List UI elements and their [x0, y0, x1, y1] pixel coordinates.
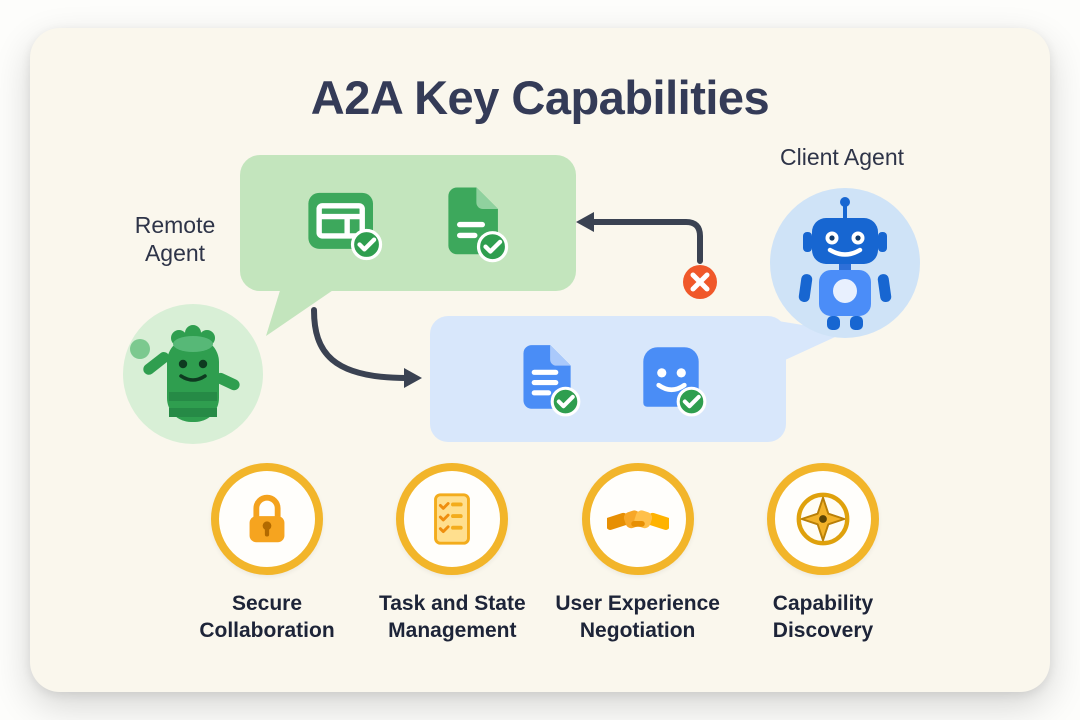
capability-label: Secure Collaboration	[199, 592, 335, 642]
handshake-icon	[606, 510, 669, 530]
curved-arrow	[311, 307, 409, 381]
error-x-icon	[683, 265, 717, 299]
capability-item-capability-discovery: Capability Discovery	[734, 463, 912, 645]
compass-icon	[796, 492, 850, 546]
client-agent-label: Client Agent	[779, 144, 905, 170]
capabilities-row: Secure Collaboration	[178, 463, 912, 645]
curved-arrow-head	[404, 368, 422, 388]
green-mascot-icon	[130, 325, 240, 422]
capability-item-user-experience-negotiation: User Experience Negotiation	[549, 463, 727, 645]
checklist-icon	[434, 493, 471, 545]
page-title: A2A Key Capabilities	[310, 71, 770, 124]
infographic-card: A2A Key Capabilities Client Agent	[30, 28, 1050, 692]
capability-ring	[211, 463, 323, 575]
client-agent-message-bubble	[430, 316, 786, 442]
capability-ring	[396, 463, 509, 575]
capability-label: User Experience Negotiation	[555, 592, 720, 642]
client-agent-avatar	[770, 188, 920, 338]
capability-ring	[766, 463, 879, 575]
document-check-icon	[523, 345, 581, 417]
elbow-arrow-head	[576, 212, 594, 232]
capability-item-secure-collaboration: Secure Collaboration	[178, 463, 356, 645]
capability-label: Capability Discovery	[772, 592, 874, 642]
table-check-icon	[308, 192, 383, 261]
remote-agent-avatar	[123, 304, 263, 444]
lock-icon	[249, 494, 285, 543]
capability-label: Task and State Management	[378, 592, 526, 642]
chat-smile-check-icon	[643, 347, 707, 417]
capability-item-task-state-management: Task and State Management	[363, 463, 541, 645]
remote-agent-message-bubble	[240, 155, 576, 291]
elbow-arrow	[589, 219, 703, 264]
document-check-icon	[448, 187, 509, 263]
capability-ring	[581, 463, 694, 575]
green-bubble-tail	[266, 284, 342, 336]
remote-agent-label: Remote Agent	[134, 212, 216, 266]
robot-icon	[798, 197, 892, 330]
